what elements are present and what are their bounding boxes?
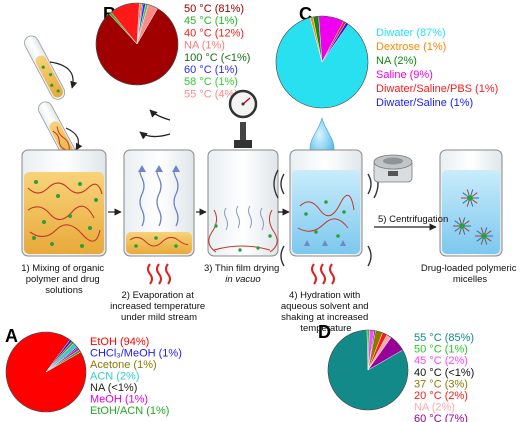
step-3-caption: 3) Thin film drying in vacuo: [204, 263, 282, 285]
shaking-icon: [273, 169, 379, 267]
panel-label-d: D: [318, 322, 331, 342]
legend-entry: 20 °C (2%): [414, 390, 468, 402]
panel-label-a: A: [5, 326, 18, 346]
pie-outline: [327, 329, 409, 411]
legend-b: 50 °C (81%)45 °C (1%)40 °C (12%)NA (1%)1…: [184, 3, 250, 100]
heat-icon: [311, 263, 335, 285]
legend-entry: Acetone (1%): [90, 359, 157, 371]
step-4-caption: 4) Hydration with aqueous solvent and sh…: [281, 290, 371, 334]
legend-entry: NA (<1%): [90, 382, 137, 394]
pie-outline: [5, 331, 87, 413]
legend-entry: EtOH/ACN (1%): [90, 405, 169, 417]
beaker-evaporation: [123, 149, 195, 257]
curved-arrow-icon: [149, 109, 171, 121]
legend-entry: Dextrose (1%): [376, 41, 446, 53]
centrifuge-icon: [373, 154, 413, 183]
pie-chart-a: [5, 331, 87, 413]
pie-chart-d: [327, 329, 409, 411]
legend-entry: MeOH (1%): [90, 394, 148, 406]
legend-entry: 50 °C (1%): [414, 344, 468, 356]
legend-entry: 60 °C (7%): [414, 413, 468, 422]
curved-arrow-icon: [49, 61, 78, 89]
pie-outline: [95, 2, 179, 86]
legend-entry: 60 °C (1%): [184, 64, 238, 76]
legend-entry: 37 °C (3%): [414, 378, 468, 390]
legend-entry: NA (1%): [184, 40, 225, 52]
curved-arrow-icon: [139, 131, 171, 140]
legend-entry: 40 °C (<1%): [414, 367, 474, 379]
vacuum-gauge-icon: [228, 89, 258, 148]
legend-entry: 45 °C (2%): [414, 355, 468, 367]
legend-entry: Diwater/Saline/PBS (1%): [376, 83, 498, 95]
legend-c: Diwater (87%) Dextrose (1%) NA (2%) Saline …: [376, 27, 498, 109]
step-5-caption: 5) Centrifugation: [378, 214, 448, 225]
legend-entry: 58 °C (1%): [184, 76, 238, 88]
legend-entry: 40 °C (12%): [184, 27, 244, 39]
beaker-micelles: [439, 149, 503, 257]
beaker-hydration: [289, 149, 363, 257]
step-2-caption: 2) Evaporation at increased temperature …: [110, 290, 208, 323]
legend-entry: NA (2%): [414, 402, 455, 414]
legend-entry: 55 °C (4%): [184, 88, 238, 100]
step-1-caption: 1) Mixing of organic polymer and drug so…: [21, 263, 107, 296]
legend-entry: 45 °C (1%): [184, 15, 238, 27]
micelle-icon: [475, 227, 493, 245]
pie-chart-b: [95, 2, 179, 86]
step-6-caption: Drug-loaded polymeric micelles: [421, 263, 519, 285]
legend-entry: 50 °C (81%): [184, 3, 244, 15]
heat-icon: [147, 263, 171, 285]
beaker-vacuum: [207, 149, 279, 257]
curved-arrow-icon: [65, 127, 83, 151]
legend-d: 55 °C (85%)50 °C (1%)45 °C (2%)40 °C (<1…: [414, 332, 474, 422]
legend-entry: 100 °C (<1%): [184, 52, 250, 64]
pie-chart-c: [275, 15, 369, 109]
pie-outline: [275, 15, 369, 109]
legend-entry: 55 °C (85%): [414, 332, 474, 344]
legend-entry: CHCl₃/MeOH (1%): [90, 348, 182, 360]
legend-entry: ACN (2%): [90, 371, 140, 383]
legend-entry: Diwater/Saline (1%): [376, 97, 473, 109]
beaker-mixing: [21, 149, 107, 257]
legend-entry: EtOH (94%): [90, 336, 149, 348]
micelle-icon: [461, 189, 479, 207]
legend-entry: Diwater (87%): [376, 27, 446, 39]
legend-entry: Saline (9%): [376, 69, 433, 81]
test-tube-icon: [24, 35, 66, 100]
legend-entry: NA (2%): [376, 55, 417, 67]
legend-a: EtOH (94%)CHCl₃/MeOH (1%)Acetone (1%)ACN…: [90, 336, 182, 417]
micelle-icon: [453, 217, 471, 235]
